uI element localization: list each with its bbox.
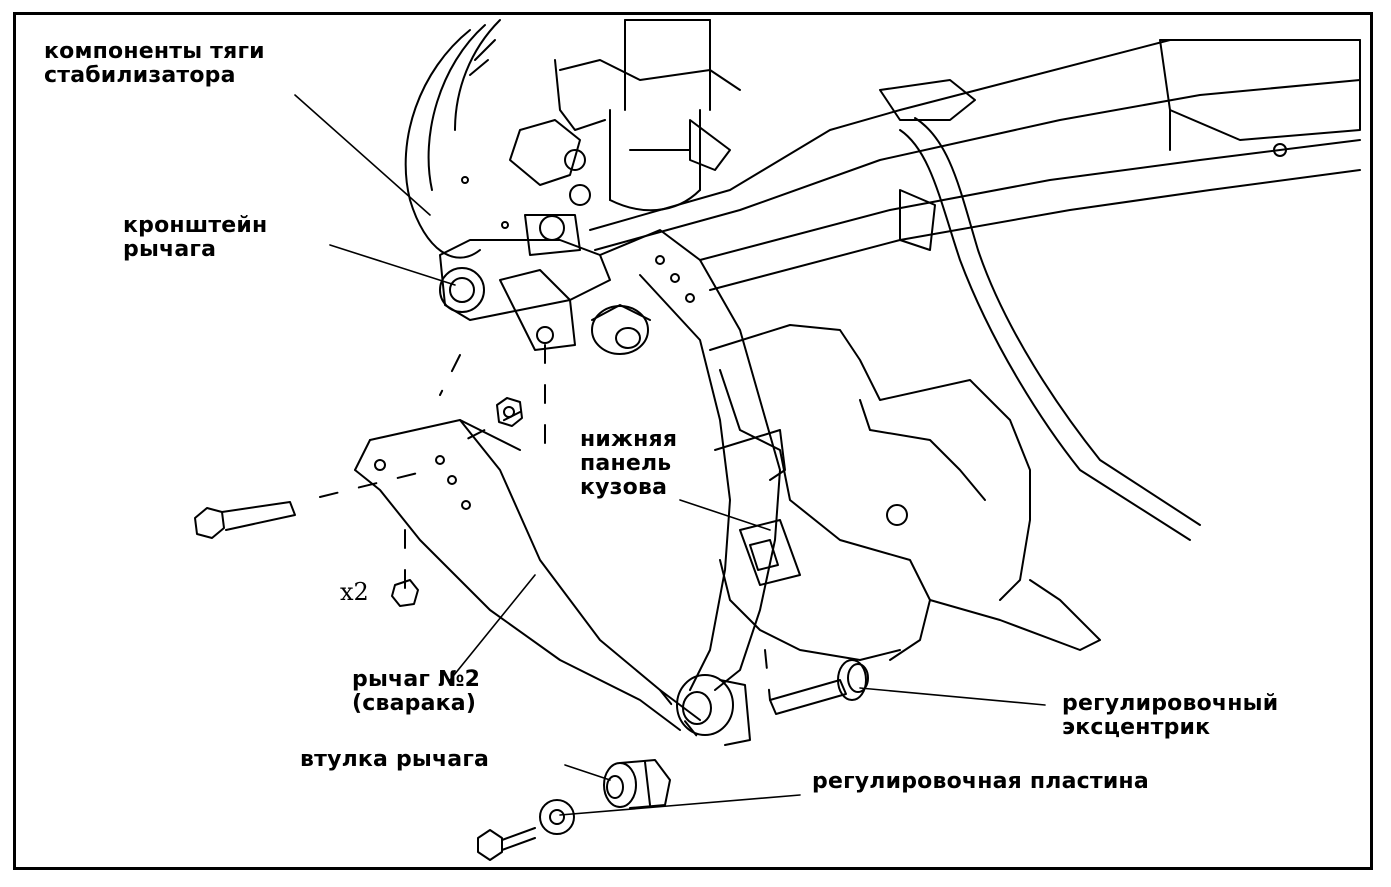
label-lower-body-panel: нижняя панель кузова [580, 427, 678, 500]
left-hardware [194, 397, 523, 607]
lower-arm [354, 229, 781, 731]
eccentric-bolt [769, 659, 869, 715]
bushing-part [603, 759, 671, 809]
label-arm-bracket: кронштейн рычага [123, 213, 268, 262]
label-stabilizer-link-components: компоненты тяги стабилизатора [44, 39, 265, 88]
knuckle-bracket [439, 119, 611, 351]
bolt-quantity-label: x2 [340, 578, 369, 606]
frame-rails [589, 39, 1361, 291]
plate-and-bolt [477, 799, 575, 861]
assembly-lines [319, 344, 771, 741]
label-arm-bushing: втулка рычага [300, 747, 490, 772]
stabilizer-bar [899, 117, 1201, 541]
label-arm-no2: рычаг №2 (сварака) [352, 667, 481, 716]
arm-eye [676, 674, 751, 746]
body-panel [709, 324, 1101, 661]
label-adjusting-eccentric: регулировочный эксцентрик [1062, 691, 1279, 740]
leader-lines [294, 94, 1046, 816]
upper-bushing [591, 304, 651, 355]
diagram-frame [13, 12, 1373, 870]
shock-absorber [554, 19, 741, 212]
label-adjusting-plate: регулировочная пластина [812, 769, 1149, 794]
brake-drum [404, 19, 509, 259]
